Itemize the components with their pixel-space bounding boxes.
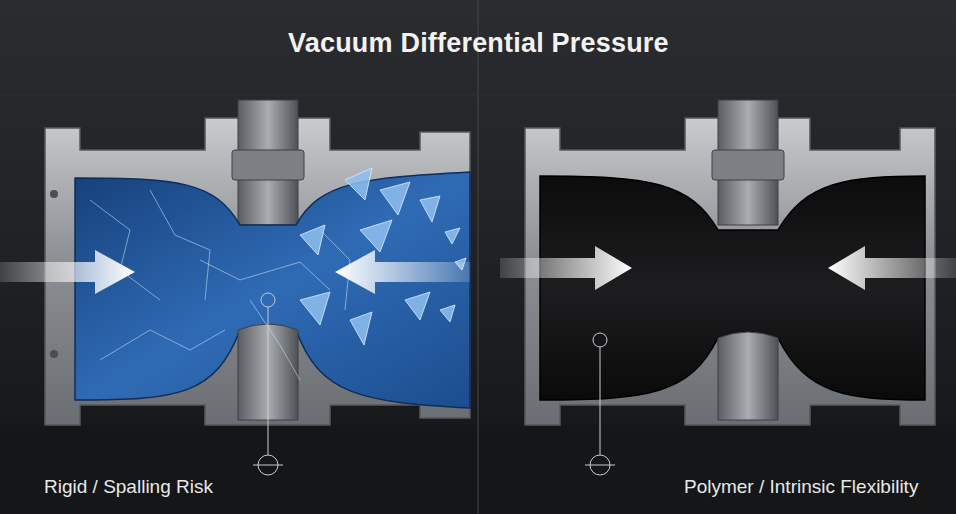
crosshair: [585, 465, 615, 466]
compressor: [232, 150, 304, 180]
leader-line: [600, 347, 601, 455]
crack: [200, 260, 330, 290]
crosshair: [253, 465, 283, 466]
pressure-arrow: [500, 246, 632, 290]
panel-label: Polymer / Intrinsic Flexibility: [684, 476, 918, 498]
pressure-arrow: [0, 250, 135, 294]
panel-label: Rigid / Spalling Risk: [44, 476, 213, 498]
shard: [360, 220, 392, 252]
bolt-hole: [50, 190, 58, 198]
crack: [250, 300, 300, 380]
polymer-valve: [500, 100, 956, 425]
shard: [345, 168, 372, 200]
weir: [718, 332, 778, 420]
shard: [440, 305, 455, 322]
shard: [380, 182, 410, 215]
pressure-arrow: [828, 246, 956, 290]
shard: [300, 292, 330, 325]
compressor: [712, 150, 784, 180]
shard: [300, 225, 325, 255]
title: Vacuum Differential Pressure: [288, 28, 669, 59]
cracks: [90, 190, 350, 380]
rigid-valve: [0, 100, 470, 425]
shard: [420, 196, 440, 222]
shards: [300, 168, 466, 345]
shard: [350, 312, 372, 345]
leader-dot: [593, 333, 607, 347]
shard: [405, 292, 430, 320]
crack: [150, 190, 210, 300]
crack: [100, 330, 225, 360]
panel-divider: [478, 0, 479, 514]
leader-lines: [253, 293, 615, 475]
shard: [445, 228, 460, 244]
header-rule: [0, 95, 956, 96]
bolt-hole: [50, 350, 58, 358]
pressure-arrow: [335, 250, 470, 294]
leader-dot: [261, 293, 275, 307]
leader-line: [268, 307, 269, 455]
